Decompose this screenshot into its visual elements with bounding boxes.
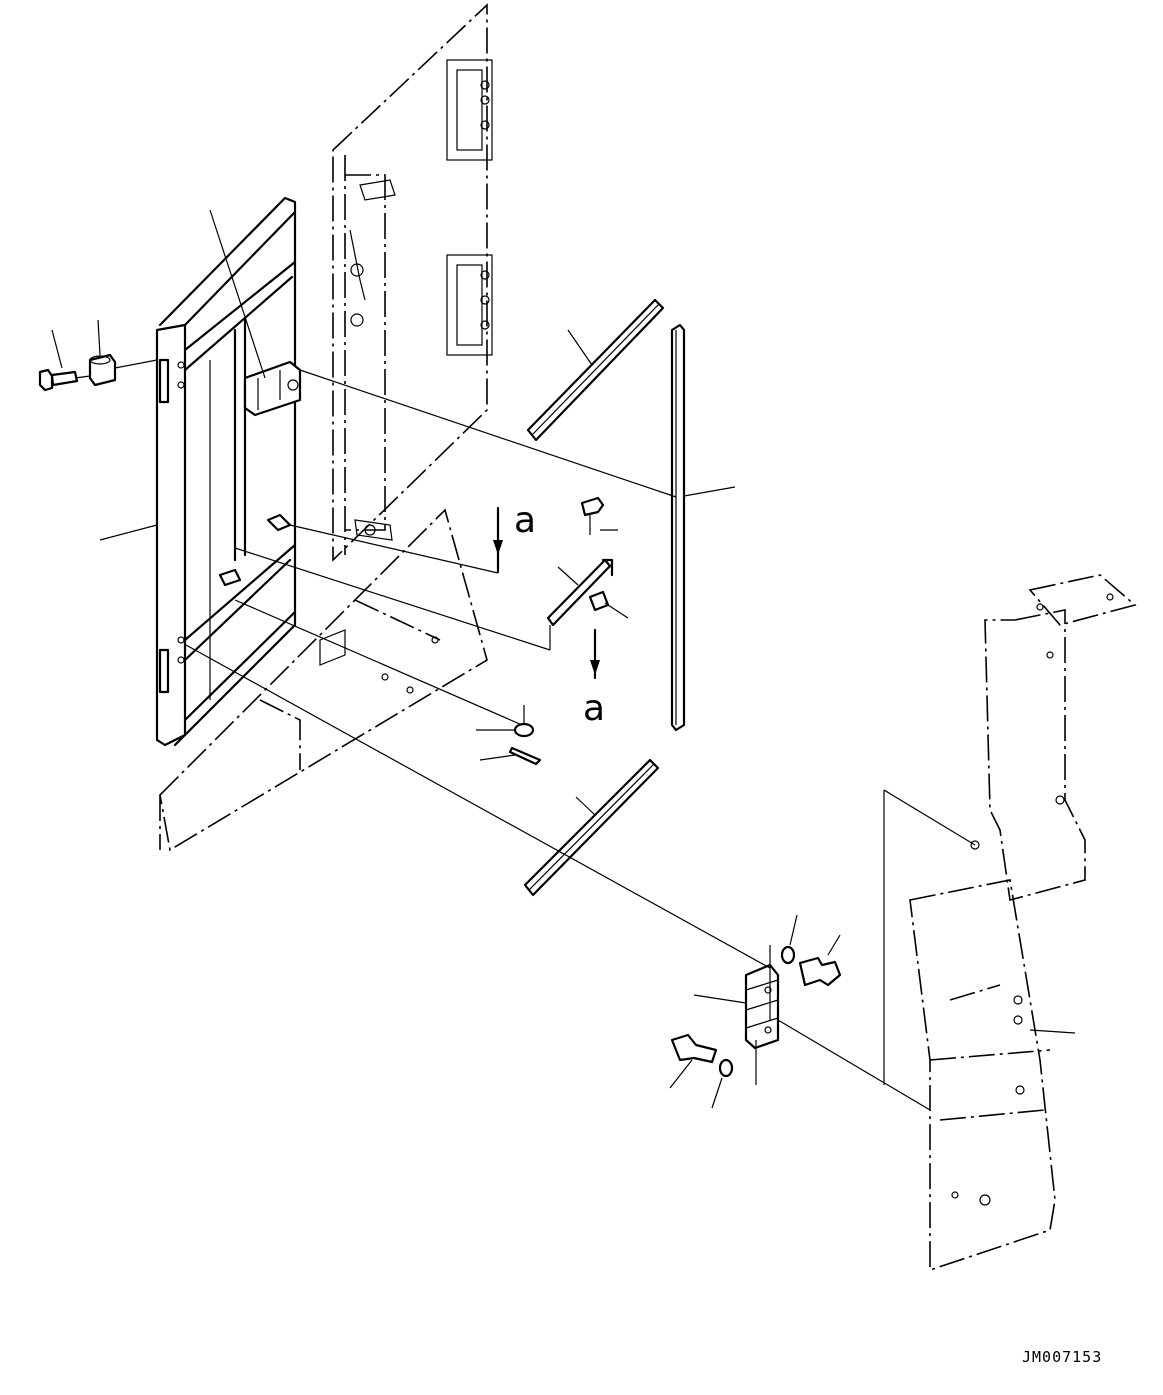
- hinge-assembly: [670, 945, 842, 1085]
- view-label-bottom: a: [583, 688, 605, 729]
- view-label-top: a: [514, 500, 536, 541]
- view-arrow-bottom: a: [583, 628, 605, 729]
- vertical-seal: [670, 323, 686, 732]
- drawing-code: JM007153: [1022, 1348, 1102, 1366]
- weather-strip-lower: [523, 758, 660, 897]
- door-frame: [155, 196, 302, 747]
- weather-strip-upper: [526, 298, 665, 442]
- phantom-base-plate: [159, 508, 488, 852]
- view-arrow-top: a: [493, 500, 536, 574]
- leader-lines: [51, 209, 1076, 1111]
- phantom-cab-panel: [332, 3, 493, 562]
- cab-pillar: [909, 574, 1137, 1272]
- stopper-and-bolt: [38, 353, 158, 392]
- latch-rod-assembly: [508, 496, 614, 766]
